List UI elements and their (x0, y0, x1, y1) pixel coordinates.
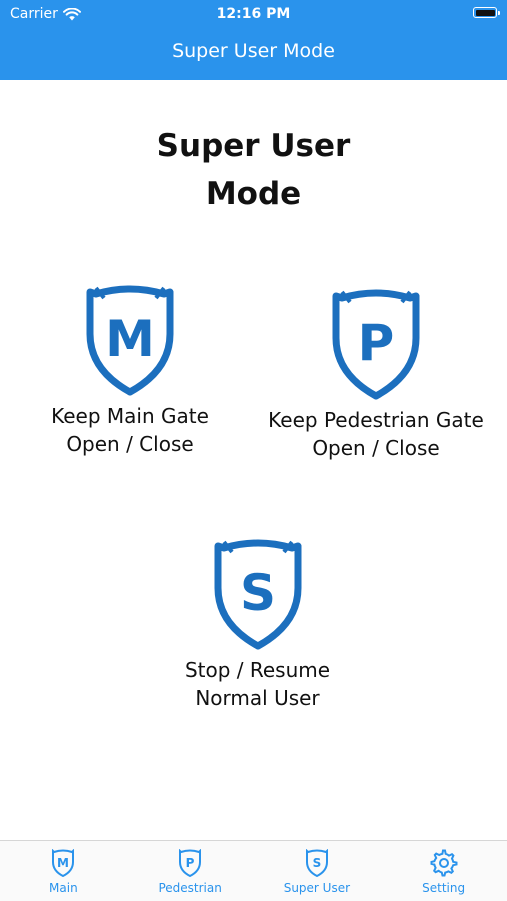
carrier-label: Carrier (10, 6, 58, 22)
shield-letter: P (358, 314, 395, 372)
tab-icon-letter: S (313, 856, 322, 870)
shield-m-icon: M (86, 285, 174, 396)
wifi-icon (62, 7, 81, 20)
status-carrier: Carrier (10, 6, 81, 22)
tab-setting[interactable]: Setting (380, 841, 507, 901)
shield-m-icon: M (52, 849, 75, 877)
mode-label: Keep Pedestrian Gate Open / Close (268, 408, 484, 460)
shield-letter: S (239, 564, 275, 622)
tab-icon-letter: P (186, 856, 195, 870)
page-title: Super User Mode (156, 128, 351, 212)
gear-icon (430, 849, 458, 877)
tab-label: Pedestrian (158, 881, 222, 895)
mode-label: Keep Main Gate Open / Close (51, 404, 209, 456)
tab-label: Super User (283, 881, 351, 895)
tab-super-user[interactable]: S Super User (254, 841, 381, 901)
tab-main[interactable]: M Main (0, 841, 127, 901)
keep-main-gate-button[interactable]: M Keep Main Gate Open / Close (30, 284, 230, 458)
tab-icon-letter: M (57, 856, 69, 870)
nav-title: Super User Mode (172, 40, 335, 62)
battery-icon (473, 7, 500, 18)
shield-letter: M (105, 310, 155, 368)
status-time: 12:16 PM (216, 6, 291, 22)
tab-label: Main (49, 881, 78, 895)
tab-label: Setting (422, 881, 466, 895)
shield-s-icon: S (214, 539, 301, 650)
shield-p-icon: P (179, 849, 202, 877)
navigation-header: Carrier 12:16 PM Super User Mode (0, 0, 507, 80)
tab-pedestrian[interactable]: P Pedestrian (127, 841, 254, 901)
keep-pedestrian-gate-button[interactable]: P Keep Pedestrian Gate Open / Close (256, 288, 496, 462)
tab-bar: M Main P Pedestrian S Super User Setting (0, 840, 507, 901)
shield-p-icon: P (332, 289, 420, 400)
stop-resume-normal-user-button[interactable]: S Stop / Resume Normal User (150, 538, 365, 712)
shield-s-icon: S (305, 849, 328, 877)
mode-label: Stop / Resume Normal User (184, 658, 331, 710)
